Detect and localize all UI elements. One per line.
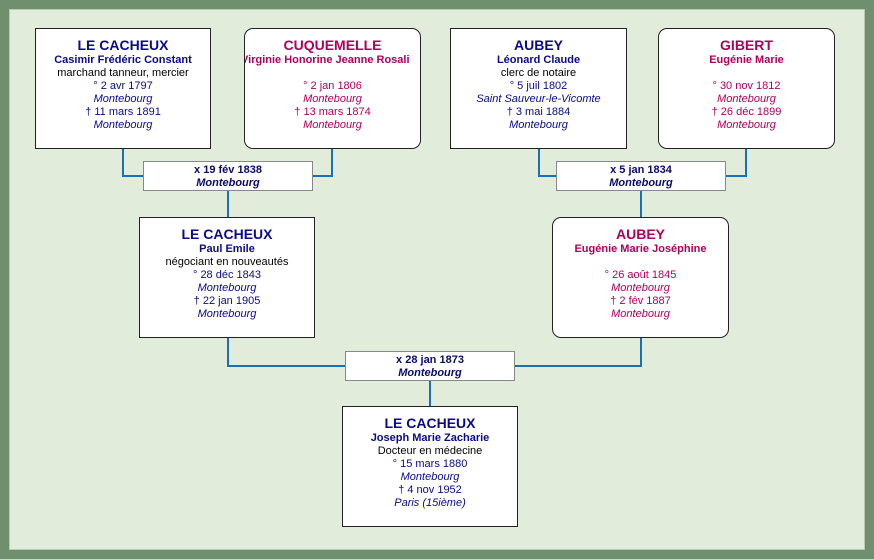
given-names: Casimir Frédéric Constant <box>54 54 192 66</box>
birth-place: Saint Sauveur-le-Vicomte <box>476 93 601 105</box>
birth-date: ° 5 juil 1802 <box>509 80 568 92</box>
given-names: Léonard Claude <box>496 54 581 66</box>
birth-date: ° 30 nov 1812 <box>712 80 781 92</box>
spacer <box>659 67 834 80</box>
marriage-box-1838[interactable]: x 19 fév 1838 Montebourg <box>143 161 313 191</box>
surname: LE CACHEUX <box>181 226 273 242</box>
connector-u2-right <box>726 149 747 177</box>
birth-place: Montebourg <box>400 471 460 483</box>
death-date: † 22 jan 1905 <box>193 295 261 307</box>
marriage-date: x 19 fév 1838 <box>194 164 262 176</box>
marriage-box-1834[interactable]: x 5 jan 1834 Montebourg <box>556 161 726 191</box>
surname: GIBERT <box>720 37 773 53</box>
birth-place: Montebourg <box>197 282 257 294</box>
birth-date: ° 2 jan 1806 <box>303 80 362 92</box>
death-place: Montebourg <box>509 119 568 131</box>
occupation: négociant en nouveautés <box>165 256 289 268</box>
occupation: marchand tanneur, mercier <box>57 67 189 79</box>
surname: LE CACHEUX <box>77 37 169 53</box>
surname: CUQUEMELLE <box>283 37 382 53</box>
person-card-eugenie-gibert[interactable]: GIBERT Eugénie Marie ° 30 nov 1812 Monte… <box>658 28 835 149</box>
person-card-eugenie-aubey[interactable]: AUBEY Eugénie Marie Joséphine ° 26 août … <box>552 217 729 338</box>
person-card-joseph-le-cacheux[interactable]: LE CACHEUX Joseph Marie Zacharie Docteur… <box>342 406 518 527</box>
death-date: † 3 mai 1884 <box>506 106 571 118</box>
occupation: Docteur en médecine <box>377 445 483 457</box>
birth-place: Montebourg <box>93 93 153 105</box>
death-place: Montebourg <box>611 308 670 320</box>
birth-place: Montebourg <box>303 93 362 105</box>
birth-date: ° 2 avr 1797 <box>93 80 153 92</box>
connector-u2 <box>538 149 556 177</box>
given-names: Eugénie Marie <box>709 54 784 66</box>
given-names: Joseph Marie Zacharie <box>370 432 490 444</box>
birth-date: ° 26 août 1845 <box>604 269 677 281</box>
occupation: clerc de notaire <box>500 67 577 79</box>
birth-place: Montebourg <box>611 282 670 294</box>
marriage-place: Montebourg <box>196 177 260 189</box>
death-place: Montebourg <box>93 119 153 131</box>
spacer <box>553 256 728 269</box>
connector-u3-right <box>514 338 642 367</box>
surname: LE CACHEUX <box>384 415 476 431</box>
marriage-date: x 28 jan 1873 <box>396 354 464 366</box>
connector-u1-right <box>313 149 333 177</box>
death-date: † 13 mars 1874 <box>294 106 371 118</box>
marriage-place: Montebourg <box>609 177 673 189</box>
death-date: † 4 nov 1952 <box>398 484 462 496</box>
death-place: Paris (15ième) <box>394 497 466 509</box>
birth-date: ° 28 déc 1843 <box>192 269 261 281</box>
spacer <box>245 67 420 80</box>
death-date: † 2 fév 1887 <box>610 295 671 307</box>
birth-date: ° 15 mars 1880 <box>392 458 468 470</box>
death-date: † 11 mars 1891 <box>85 106 161 118</box>
person-card-paul-le-cacheux[interactable]: LE CACHEUX Paul Emile négociant en nouve… <box>139 217 315 338</box>
person-card-leonard-aubey[interactable]: AUBEY Léonard Claude clerc de notaire ° … <box>450 28 627 149</box>
marriage-date: x 5 jan 1834 <box>610 164 672 176</box>
marriage-place: Montebourg <box>398 367 462 379</box>
surname: AUBEY <box>615 226 665 242</box>
given-names: Paul Emile <box>199 243 255 255</box>
person-card-casimir-le-cacheux[interactable]: LE CACHEUX Casimir Frédéric Constant mar… <box>35 28 211 149</box>
death-place: Montebourg <box>717 119 776 131</box>
marriage-box-1873[interactable]: x 28 jan 1873 Montebourg <box>345 351 515 381</box>
connector-u3 <box>227 338 346 367</box>
given-names: Eugénie Marie Joséphine <box>574 243 707 255</box>
death-place: Montebourg <box>197 308 257 320</box>
death-place: Montebourg <box>303 119 362 131</box>
given-names: Virginie Honorine Jeanne Rosali <box>244 54 410 66</box>
death-date: † 26 déc 1899 <box>711 106 782 118</box>
person-card-virginie-cuquemelle[interactable]: CUQUEMELLE Virginie Honorine Jeanne Rosa… <box>244 28 421 149</box>
connector-u1 <box>122 149 143 177</box>
birth-place: Montebourg <box>717 93 776 105</box>
surname: AUBEY <box>513 37 563 53</box>
